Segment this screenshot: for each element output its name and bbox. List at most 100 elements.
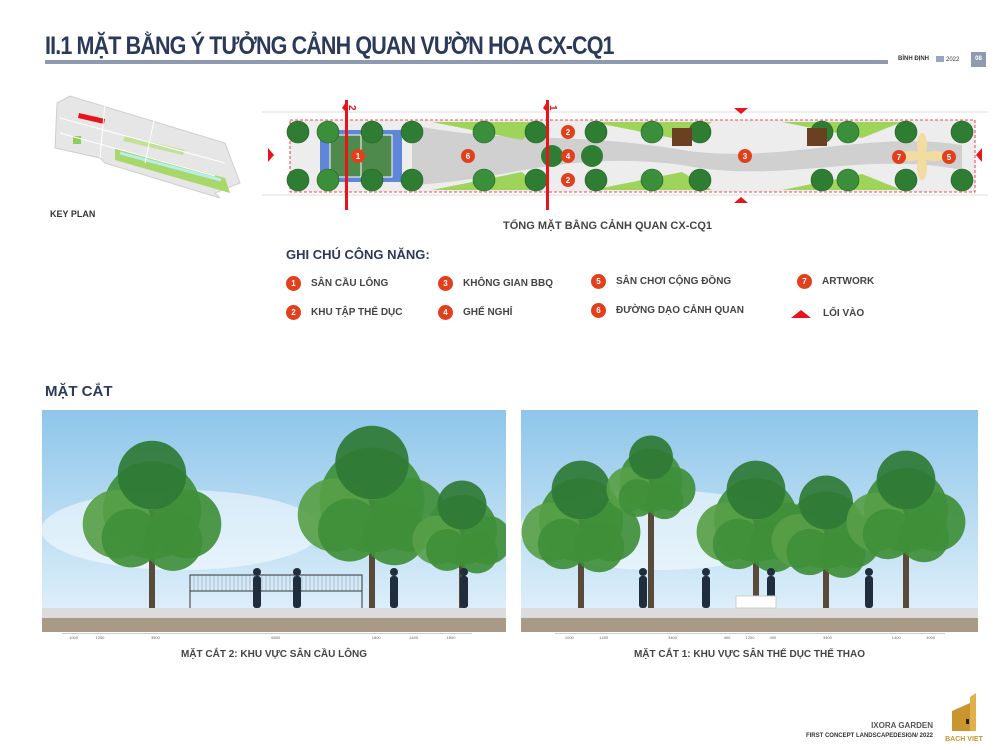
section-tree (82, 440, 222, 610)
plan-tree (400, 168, 424, 192)
plan-tree (524, 120, 548, 144)
dimension-label: 1800 (446, 635, 456, 640)
plan-tree (400, 120, 424, 144)
page-title: II.1 MẶT BẰNG Ý TƯỞNG CẢNH QUAN VƯỜN HOA… (45, 32, 615, 60)
dimension-label: 3500 (150, 635, 160, 640)
legend-number-badge: 2 (286, 305, 301, 320)
dimension-label: 1200 (745, 635, 755, 640)
plan-tree (836, 120, 860, 144)
plan-tree (472, 120, 496, 144)
legend-item: 6 ĐƯỜNG DẠO CẢNH QUAN (591, 303, 744, 318)
dimension-label: 3400 (668, 635, 678, 640)
bench (735, 595, 777, 609)
person-silhouette (253, 568, 261, 608)
section-2-illustration (42, 410, 506, 632)
svg-text:5: 5 (947, 153, 952, 162)
person-silhouette (460, 568, 468, 608)
legend-item: 1 SÂN CẦU LÔNG (286, 276, 388, 291)
plan-caption: TỔNG MẶT BẰNG CẢNH QUAN CX-CQ1 (503, 220, 712, 232)
plan-tree (836, 168, 860, 192)
bach-viet-logo: BACH VIET (945, 693, 984, 743)
project-name: IXORA GARDEN (871, 721, 933, 730)
sections-title: MẶT CẮT (45, 383, 113, 400)
plan-tree (640, 120, 664, 144)
legend-item: 3 KHÔNG GIAN BBQ (438, 276, 553, 291)
legend-number-badge: 6 (591, 303, 606, 318)
legend-label: ĐƯỜNG DẠO CẢNH QUAN (616, 305, 744, 316)
section-tree (771, 475, 881, 610)
dimension-label: 1400 (599, 635, 609, 640)
plan-marker: 6 (461, 149, 475, 163)
legend-label: KHÔNG GIAN BBQ (463, 278, 553, 289)
dimension-label: 1800 (371, 635, 381, 640)
dimension-label: 1000 (69, 635, 79, 640)
section-tree (521, 460, 641, 610)
plan-marker: 7 (892, 150, 906, 164)
section-tree (846, 450, 966, 610)
plan-marker: 5 (942, 150, 956, 164)
dimension-label: 400 (723, 635, 731, 640)
dimension-label: 1250 (95, 635, 105, 640)
plan-tree (950, 168, 974, 192)
plan-tree (810, 168, 834, 192)
legend-label: SÂN CẦU LÔNG (311, 278, 389, 289)
legend-label: KHU TẬP THỂ DỤC (311, 307, 403, 318)
legend-number-badge: 4 (438, 305, 453, 320)
plan-tree (316, 168, 340, 192)
legend-number-badge: 7 (797, 274, 812, 289)
section-2-dimensions: 1000 1250 3500 6800 1800 1400 1800 (62, 633, 472, 643)
page-number: 08 (971, 52, 986, 67)
section-mark-2: 2 (346, 105, 357, 111)
section-1-caption: MẶT CẮT 1: KHU VỰC SÂN THỂ DỤC THỂ THAO (633, 649, 866, 660)
key-plan-highlight (78, 113, 105, 124)
plan-marker: 2 (561, 125, 575, 139)
dimension-label: 1000 (564, 635, 574, 640)
legend-label: LỐI VÀO (823, 308, 865, 319)
section-2-caption: MẶT CẮT 2: KHU VỰC SÂN CẦU LÔNG (180, 649, 368, 660)
dimension-label: 6800 (271, 635, 281, 640)
plan-tree (688, 120, 712, 144)
year-label: 2022 (936, 56, 959, 63)
plan-tree (524, 168, 548, 192)
plan-tree (688, 168, 712, 192)
dimension-label: 1000 (926, 635, 936, 640)
master-plan: 2 1 1 6 2 4 2 3 7 5 (262, 100, 988, 210)
dimension-label: 1400 (409, 635, 419, 640)
plan-marker: 1 (351, 149, 365, 163)
plan-tree (640, 168, 664, 192)
section-tree (606, 435, 696, 610)
legend-number-badge: 3 (438, 276, 453, 291)
section-tree (412, 480, 506, 610)
svg-text:1: 1 (356, 152, 361, 161)
plan-tree (950, 120, 974, 144)
key-plan-label: KEY PLAN (50, 209, 96, 219)
svg-text:7: 7 (897, 153, 902, 162)
key-plan-map (54, 95, 241, 199)
plan-tree (360, 120, 384, 144)
legend-number-badge: 5 (591, 274, 606, 289)
legend-entrance: LỐI VÀO (791, 308, 864, 319)
person-silhouette (865, 568, 873, 608)
section-1-illustration (521, 410, 978, 632)
legend-item: 2 KHU TẬP THỂ DỤC (286, 305, 402, 320)
plan-tree (581, 145, 603, 167)
section-mark-1: 1 (547, 105, 558, 111)
plan-marker: 3 (738, 149, 752, 163)
legend-number-badge: 1 (286, 276, 301, 291)
entrance-triangle-icon (791, 309, 811, 318)
legend-label: ARTWORK (822, 276, 875, 287)
svg-text:4: 4 (566, 152, 571, 161)
legend-label: GHẾ NGHỈ (463, 307, 513, 318)
svg-text:6: 6 (466, 152, 471, 161)
plan-marker: 2 (561, 173, 575, 187)
project-subtitle: FIRST CONCEPT LANDSCAPEDESIGN/ 2022 (805, 733, 933, 739)
dimension-label: 1400 (891, 635, 901, 640)
location-label: BÌNH ĐỊNH (898, 56, 929, 62)
plan-tree (286, 120, 310, 144)
plan-tree (894, 168, 918, 192)
plan-tree (360, 168, 384, 192)
plan-marker: 4 (561, 149, 575, 163)
svg-text:3: 3 (743, 152, 748, 161)
